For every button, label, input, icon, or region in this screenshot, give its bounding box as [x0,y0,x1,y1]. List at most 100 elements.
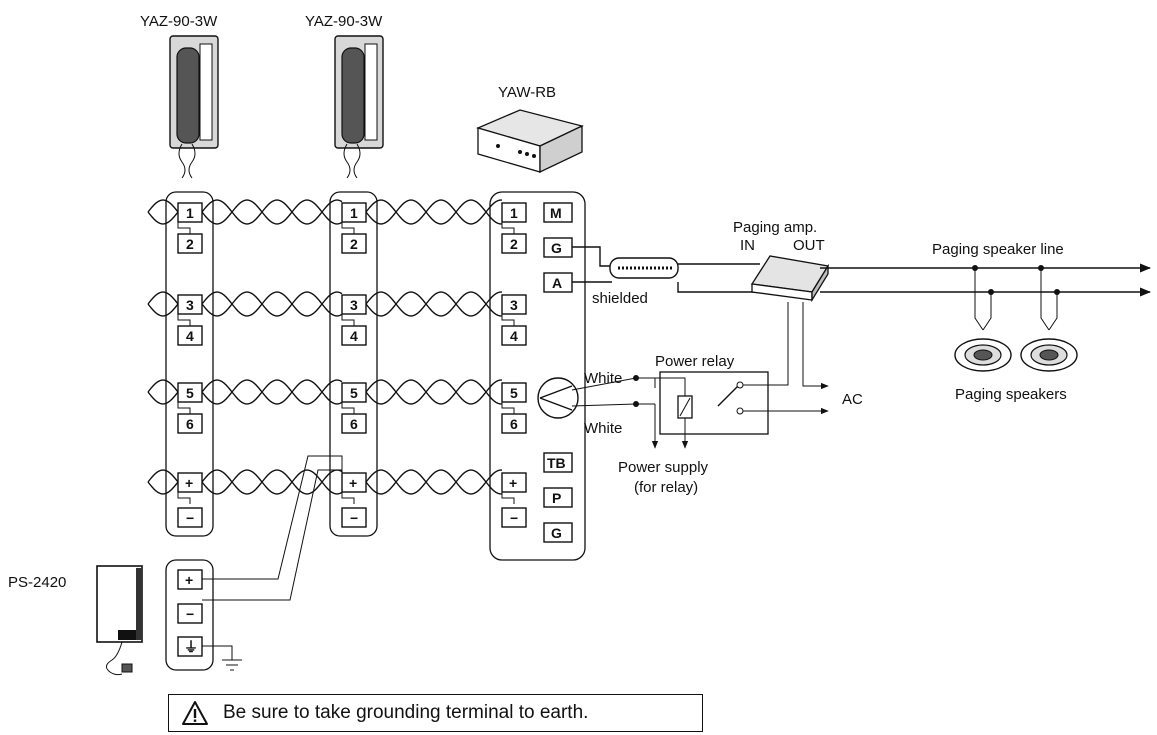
terminal-label: 4 [510,328,518,344]
twisted-wire [147,303,179,317]
psu-wiring [202,455,343,660]
terminal-label: TB [547,455,566,471]
terminal-leads [177,222,515,504]
psu-terminal-group [165,559,214,671]
terminal-label: 2 [350,236,358,252]
twisted-wire [201,379,343,405]
paging-amp-out-label: OUT [793,237,825,254]
twisted-wire [365,291,502,317]
terminal-label: G [551,240,562,256]
twisted-wire [147,199,179,213]
terminal-label: G [551,525,562,541]
twisted-wire [147,291,179,305]
power-relay-circuit [571,302,829,449]
paging-speaker-line [820,263,1152,331]
power-supply-relay-label: Power supply [618,459,709,476]
twisted-wire [201,199,343,225]
terminal-label: 6 [510,416,518,432]
power-supply-label: PS-2420 [8,574,66,591]
psu-device-icon [96,565,143,676]
terminal-label: M [550,205,562,221]
speaker-line-label: Paging speaker line [932,241,1064,258]
station-1-handset-icon [169,35,219,179]
terminal-label: − [186,510,194,526]
grounding-note-text: Be sure to take grounding terminal to ea… [223,702,589,723]
terminal-label: − [186,606,194,622]
terminal-label: − [510,510,518,526]
relay-contact-symbol [537,377,579,419]
terminal-label: 6 [350,416,358,432]
station-2-handset-icon [334,35,384,179]
terminal-label: + [185,475,193,491]
relay-box-label: YAW-RB [498,84,556,101]
power-relay-label: Power relay [655,353,735,370]
terminal-label: − [350,510,358,526]
ac-label: AC [842,391,863,408]
twisted-wire [201,199,343,225]
terminal-label: 5 [186,385,194,401]
twisted-wire [147,379,179,393]
shielded-label: shielded [592,290,648,307]
terminal-label: 3 [510,297,518,313]
terminal-label: 2 [510,236,518,252]
twisted-wire [201,469,343,495]
station-1-label: YAZ-90-3W [140,13,218,30]
twisted-wire [201,469,343,495]
twisted-wire [365,291,502,317]
station-2-terminal-group [329,191,378,537]
terminal-label: 4 [350,328,358,344]
paging-amp-icon [750,255,830,303]
twisted-wire [365,469,502,495]
white-wire-label-2: White [584,420,622,437]
station-1-terminal-group [165,191,214,537]
terminal-label: 2 [186,236,194,252]
white-wire-label-1: White [584,370,622,387]
station-1-terminals: 1 2 3 4 5 6 + − [177,202,203,528]
twisted-wire [365,469,502,495]
terminal-label: 5 [350,385,358,401]
terminal-label: + [185,572,193,588]
paging-speaker-icon [954,338,1012,372]
twisted-wire [147,469,179,483]
terminal-label: 3 [186,297,194,313]
twisted-wire [365,199,502,225]
twisted-wire [147,481,179,495]
twisted-pair-wires [147,199,502,495]
grounding-note: Be sure to take grounding terminal to ea… [168,694,703,732]
warning-triangle-icon [182,701,208,725]
paging-speaker-icon [1020,338,1078,372]
twisted-wire [365,199,502,225]
terminal-label: 4 [186,328,194,344]
terminal-label: 6 [186,416,194,432]
twisted-wire [365,379,502,405]
terminal-label: 1 [350,205,358,221]
twisted-wire [147,211,179,225]
speakers-label: Paging speakers [955,386,1067,403]
psu-terminals: + − ⏚ [177,569,203,657]
relay-box-terminal-group [489,191,586,561]
terminal-label: ⏚ [184,639,198,655]
terminal-label: 1 [510,205,518,221]
terminal-label: 5 [510,385,518,401]
terminal-label: 1 [186,205,194,221]
shielded-cable [572,246,760,293]
terminal-label: + [509,475,517,491]
station-2-label: YAZ-90-3W [305,13,383,30]
relay-box-terminals: 1 2 3 4 5 6 + − M G A TB P G [501,202,573,543]
twisted-wire [365,379,502,405]
relay-box-device-icon [476,109,584,174]
twisted-wire [201,291,343,317]
twisted-wire [201,291,343,317]
ground-icon [222,659,242,671]
twisted-wire [201,379,343,405]
terminal-label: + [349,475,357,491]
paging-amp-in-label: IN [740,237,755,254]
station-2-terminals: 1 2 3 4 5 6 + − [341,202,367,528]
terminal-label: P [552,490,561,506]
terminal-label: A [552,275,562,291]
terminal-label: 3 [350,297,358,313]
power-supply-relay-sublabel: (for relay) [634,479,698,496]
paging-amp-label: Paging amp. [733,219,817,236]
twisted-wire [147,391,179,405]
